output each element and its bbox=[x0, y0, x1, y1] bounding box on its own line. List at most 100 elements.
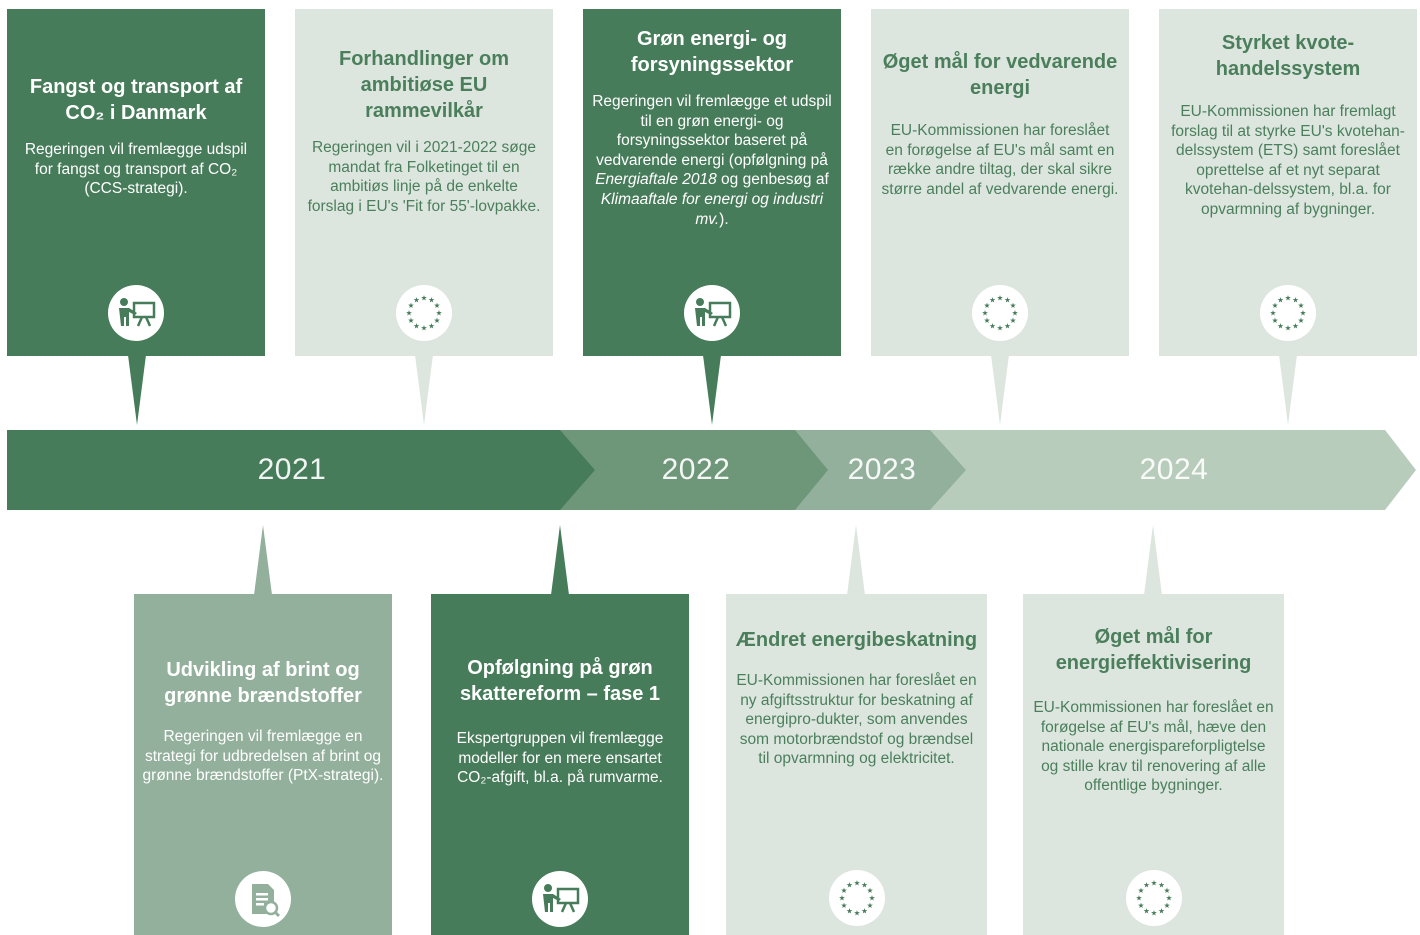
card-energy-taxation: Ændret energibeskatning EU-Kommissionen … bbox=[726, 594, 987, 935]
eu-star-icon: ★ bbox=[1163, 901, 1170, 910]
eu-star-icon: ★ bbox=[1012, 309, 1019, 318]
eu-star-icon: ★ bbox=[413, 296, 420, 305]
card-green-energy-sector: Grøn energi- og forsyningssektor Regerin… bbox=[583, 9, 841, 356]
eu-star-icon: ★ bbox=[984, 316, 991, 325]
presenter-icon bbox=[684, 285, 740, 341]
year-label-2023: 2023 bbox=[847, 453, 917, 486]
pointer-top-3 bbox=[703, 355, 721, 425]
eu-star-icon: ★ bbox=[1165, 894, 1172, 903]
eu-star-icon: ★ bbox=[1298, 301, 1305, 310]
card-body-text: ). bbox=[719, 210, 729, 228]
card-ptx-strategy: Udvikling af brint og grønne brændstoffe… bbox=[134, 594, 392, 935]
card-body: Ekspertgruppen vil fremlægge modeller fo… bbox=[456, 730, 664, 787]
card-body-text: og genbesøg af bbox=[721, 171, 829, 189]
eu-star-icon: ★ bbox=[421, 294, 428, 303]
eu-stars-icon: ★★★★★★★★★★★★ bbox=[1260, 285, 1316, 341]
eu-star-icon: ★ bbox=[846, 881, 853, 890]
eu-star-icon: ★ bbox=[861, 907, 868, 916]
eu-star-icon: ★ bbox=[1010, 301, 1017, 310]
eu-star-icon: ★ bbox=[1143, 907, 1150, 916]
card-body-reference: Energiaftale 2018 bbox=[595, 171, 717, 189]
eu-star-icon: ★ bbox=[1135, 894, 1142, 903]
card-title: Øget mål for vedvarende energi bbox=[882, 51, 1118, 99]
eu-star-icon: ★ bbox=[861, 881, 868, 890]
eu-stars-icon: ★★★★★★★★★★★★ bbox=[396, 285, 452, 341]
eu-star-icon: ★ bbox=[1285, 324, 1292, 333]
pointer-bottom-3 bbox=[847, 525, 865, 595]
pointer-top-1 bbox=[128, 355, 146, 425]
card-body: Regeringen vil i 2021-2022 søge mandat f… bbox=[307, 139, 541, 215]
eu-star-icon: ★ bbox=[1150, 909, 1157, 918]
eu-star-icon: ★ bbox=[408, 316, 415, 325]
card-eu-negotiations: Forhandlinger om ambitiøse EU rammevilkå… bbox=[295, 9, 553, 356]
card-title: Styrket kvote-handelssystem bbox=[1215, 32, 1361, 80]
pointer-bottom-2 bbox=[551, 525, 569, 595]
card-title: Ændret energibeskatning bbox=[735, 629, 978, 651]
year-label-2021: 2021 bbox=[257, 453, 327, 486]
eu-stars-icon: ★★★★★★★★★★★★ bbox=[972, 285, 1028, 341]
eu-star-icon: ★ bbox=[1158, 881, 1165, 890]
eu-star-icon: ★ bbox=[1143, 881, 1150, 890]
eu-star-icon: ★ bbox=[1004, 296, 1011, 305]
eu-star-icon: ★ bbox=[1292, 322, 1299, 331]
card-ccs-strategy: Fangst og transport af CO₂ i Danmark Reg… bbox=[7, 9, 265, 356]
eu-star-icon: ★ bbox=[1272, 316, 1279, 325]
presenter-icon bbox=[532, 871, 588, 927]
eu-star-icon: ★ bbox=[413, 322, 420, 331]
eu-star-icon: ★ bbox=[1158, 907, 1165, 916]
card-body: EU-Kommissionen har foreslået en forøgel… bbox=[881, 122, 1119, 198]
pointer-bottom-4 bbox=[1144, 525, 1162, 595]
eu-star-icon: ★ bbox=[428, 322, 435, 331]
eu-star-icon: ★ bbox=[436, 309, 443, 318]
eu-star-icon: ★ bbox=[853, 879, 860, 888]
year-label-2024: 2024 bbox=[1139, 453, 1209, 486]
eu-star-icon: ★ bbox=[1277, 296, 1284, 305]
eu-star-icon: ★ bbox=[989, 322, 996, 331]
eu-star-icon: ★ bbox=[1272, 301, 1279, 310]
card-title: Forhandlinger om ambitiøse EU rammevilkå… bbox=[339, 48, 509, 122]
eu-star-icon: ★ bbox=[1298, 316, 1305, 325]
eu-star-icon: ★ bbox=[853, 909, 860, 918]
eu-star-icon: ★ bbox=[1270, 309, 1277, 318]
eu-star-icon: ★ bbox=[1010, 316, 1017, 325]
card-title: Udvikling af brint og grønne brændstoffe… bbox=[164, 659, 362, 707]
card-ets: Styrket kvote-handelssystem EU-Kommissio… bbox=[1159, 9, 1417, 356]
pointer-top-4 bbox=[991, 355, 1009, 425]
eu-stars-icon: ★★★★★★★★★★★★ bbox=[828, 870, 885, 926]
card-title: Fangst og transport af CO₂ i Danmark bbox=[29, 76, 243, 124]
card-body: Regeringen vil fremlægge en strategi for… bbox=[142, 728, 384, 785]
card-green-tax-reform: Opfølgning på grøn skattereform – fase 1… bbox=[431, 594, 689, 935]
eu-star-icon: ★ bbox=[428, 296, 435, 305]
eu-star-icon: ★ bbox=[1137, 886, 1144, 895]
eu-star-icon: ★ bbox=[982, 309, 989, 318]
pointer-bottom-1 bbox=[254, 525, 272, 595]
eu-star-icon: ★ bbox=[421, 324, 428, 333]
card-body: EU-Kommissionen har foreslået en forøgel… bbox=[1033, 699, 1274, 795]
card-renewable-target: Øget mål for vedvarende energi EU-Kommis… bbox=[871, 9, 1129, 356]
year-label-2022: 2022 bbox=[661, 453, 731, 486]
eu-stars-icon: ★★★★★★★★★★★★ bbox=[1125, 870, 1182, 926]
eu-star-icon: ★ bbox=[434, 301, 441, 310]
eu-star-icon: ★ bbox=[1277, 322, 1284, 331]
eu-star-icon: ★ bbox=[840, 886, 847, 895]
eu-star-icon: ★ bbox=[1004, 322, 1011, 331]
card-title: Øget mål for energieffektivisering bbox=[1055, 626, 1252, 674]
eu-star-icon: ★ bbox=[989, 296, 996, 305]
eu-star-icon: ★ bbox=[1285, 294, 1292, 303]
eu-star-icon: ★ bbox=[1163, 886, 1170, 895]
eu-star-icon: ★ bbox=[408, 301, 415, 310]
eu-star-icon: ★ bbox=[997, 324, 1004, 333]
eu-star-icon: ★ bbox=[1150, 879, 1157, 888]
document-search-icon bbox=[235, 871, 291, 927]
card-body: EU-Kommissionen har fremlagt forslag til… bbox=[1171, 103, 1405, 218]
card-body-reference: Klimaaftale for energi og industri mv. bbox=[600, 190, 824, 228]
eu-star-icon: ★ bbox=[1137, 901, 1144, 910]
card-body: Regeringen vil fremlægge et udspil til e… bbox=[589, 92, 835, 229]
eu-star-icon: ★ bbox=[1292, 296, 1299, 305]
eu-star-icon: ★ bbox=[840, 901, 847, 910]
eu-star-icon: ★ bbox=[846, 907, 853, 916]
eu-star-icon: ★ bbox=[406, 309, 413, 318]
card-energy-efficiency: Øget mål for energieffektivisering EU-Ko… bbox=[1023, 594, 1284, 935]
card-body: EU-Kommissionen har foreslået en ny afgi… bbox=[736, 672, 977, 768]
eu-star-icon: ★ bbox=[984, 301, 991, 310]
